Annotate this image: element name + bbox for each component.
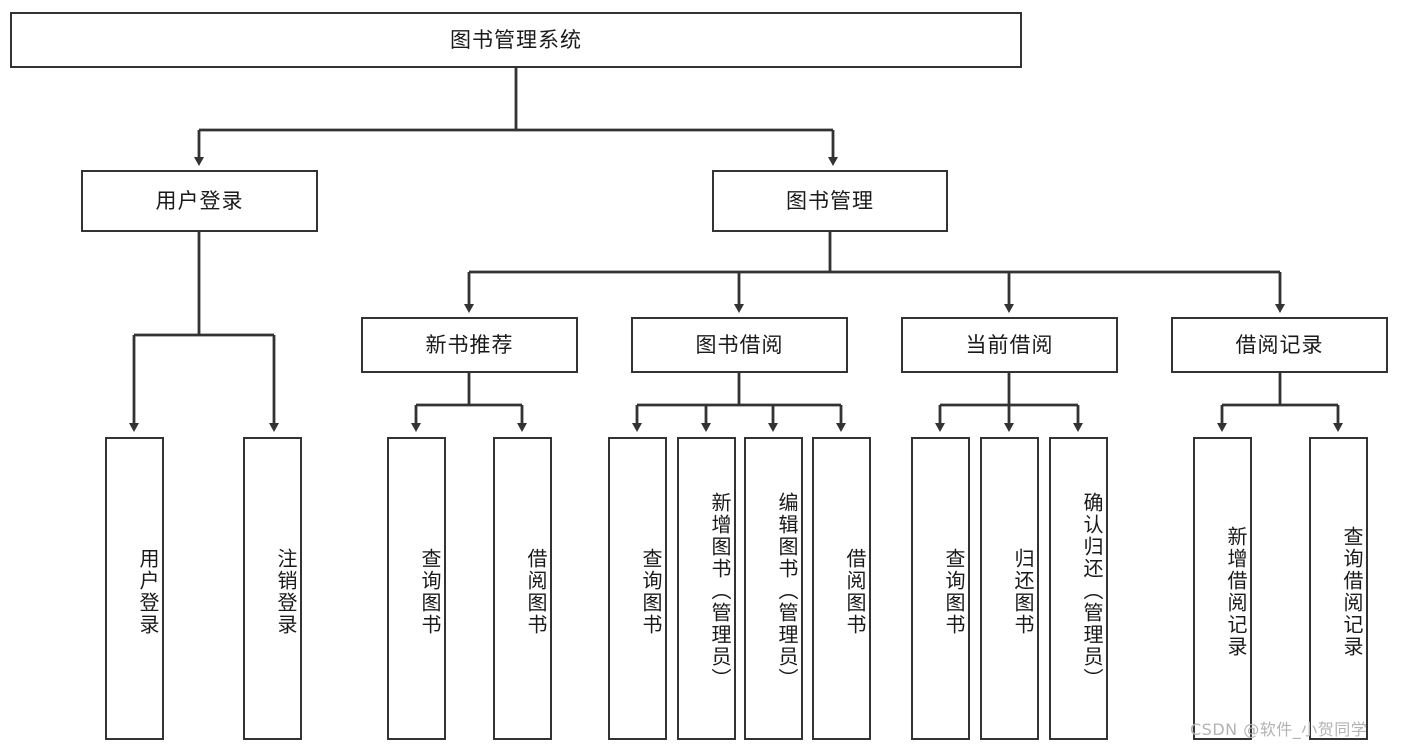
leaf-borrow-borrow-book[interactable]: 借阅图书 [812,437,871,740]
node-current-borrow[interactable]: 当前借阅 [901,317,1118,373]
leaf-borrow-add-book-admin[interactable]: 新增图书（管理员） [677,437,736,740]
node-label: 查询图书 [942,547,966,636]
leaf-current-return-book[interactable]: 归还图书 [980,437,1039,740]
node-book-borrow[interactable]: 图书借阅 [631,317,848,373]
leaf-current-query-book[interactable]: 查询图书 [911,437,970,740]
leaf-borrow-edit-book-admin[interactable]: 编辑图书（管理员） [744,437,803,740]
leaf-record-query-record[interactable]: 查询借阅记录 [1309,437,1368,740]
node-label: 借阅图书 [843,547,867,636]
node-label: 新增图书（管理员） [708,491,732,690]
node-label: 新书推荐 [425,332,514,357]
node-label: 注销登录 [274,547,298,636]
node-label: 编辑图书（管理员） [775,491,799,690]
node-label: 图书管理 [786,188,874,213]
node-label: 确认归还（管理员） [1080,491,1104,690]
node-book-management[interactable]: 图书管理 [712,170,948,232]
leaf-record-add-record[interactable]: 新增借阅记录 [1193,437,1252,740]
node-label: 图书借阅 [695,332,784,357]
leaf-borrow-query-book[interactable]: 查询图书 [608,437,667,740]
leaf-recommend-query-book[interactable]: 查询图书 [387,437,446,740]
leaf-user-login-login[interactable]: 用户登录 [105,437,164,740]
node-label: 查询图书 [418,547,442,636]
node-label: 新增借阅记录 [1224,525,1248,658]
node-label: 当前借阅 [965,332,1054,357]
csdn-watermark: CSDN @软件_小贺同学 [1190,720,1368,739]
node-label: 借阅记录 [1235,332,1324,357]
node-label: 用户登录 [136,547,160,636]
node-label: 查询图书 [639,547,663,636]
leaf-current-confirm-return-admin[interactable]: 确认归还（管理员） [1049,437,1108,740]
node-user-login[interactable]: 用户登录 [81,170,318,232]
node-root-system[interactable]: 图书管理系统 [10,12,1022,68]
node-label: 图书管理系统 [450,27,582,52]
node-new-book-recommend[interactable]: 新书推荐 [361,317,578,373]
node-label: 借阅图书 [524,547,548,636]
leaf-user-login-logout[interactable]: 注销登录 [243,437,302,740]
node-borrow-record[interactable]: 借阅记录 [1171,317,1388,373]
leaf-recommend-borrow-book[interactable]: 借阅图书 [493,437,552,740]
node-label: 用户登录 [155,188,244,213]
node-label: 查询借阅记录 [1340,525,1364,658]
node-label: 归还图书 [1011,547,1035,636]
